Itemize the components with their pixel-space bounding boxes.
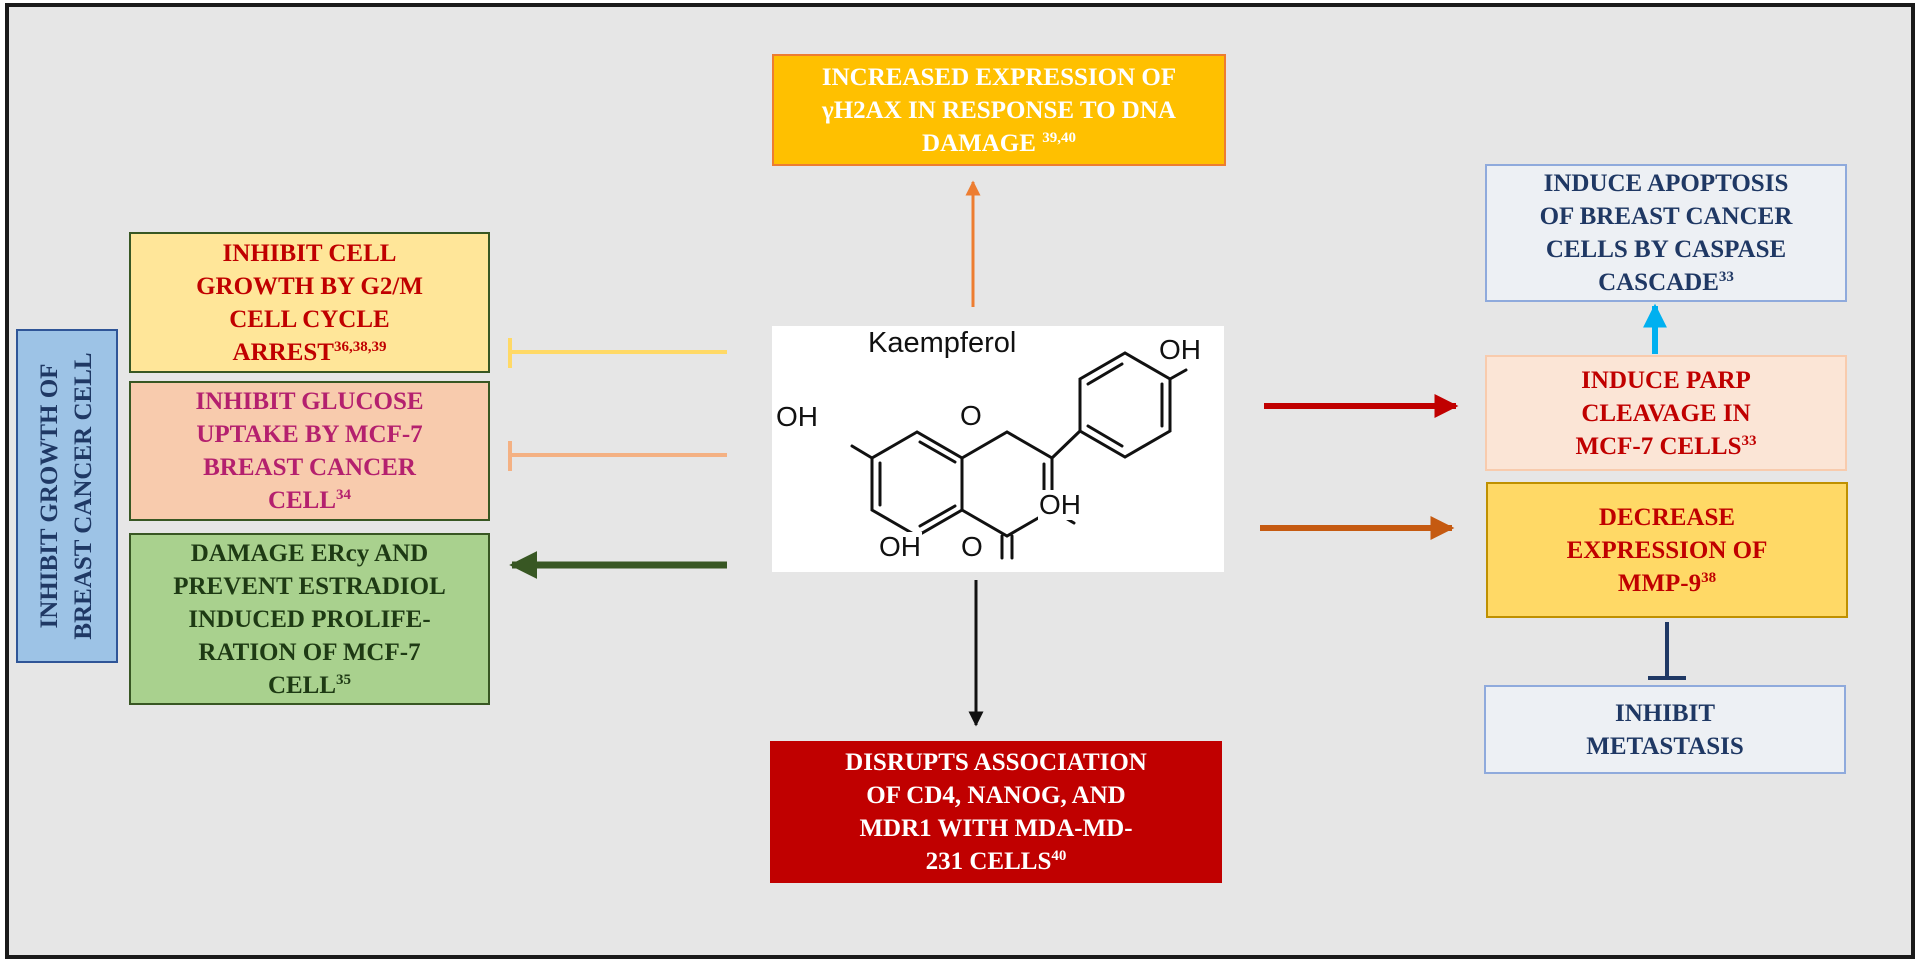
box-ref: 36,38,39: [333, 338, 387, 355]
box-line: GROWTH BY G2/M: [196, 272, 423, 300]
oh-phenyl-label: OH: [1158, 334, 1202, 365]
box-line: INDUCE PARP: [1581, 366, 1751, 394]
box-line: DAMAGE: [922, 129, 1036, 157]
box-line: MDR1 WITH MDA-MD-: [859, 815, 1133, 842]
box-line: CELL: [267, 671, 337, 699]
box-line: CELL CYCLE: [229, 305, 390, 333]
box-induce-apoptosis: INDUCE APOPTOSIS OF BREAST CANCER CELLS …: [1485, 164, 1847, 302]
kaempferol-title: Kaempferol: [868, 327, 1017, 359]
kaempferol-structure: [850, 351, 1188, 560]
side-label-text: INHIBIT GROWTH OF BREAST CANCER CELL: [36, 352, 97, 640]
box-line: MMP-9: [1617, 569, 1702, 597]
box-line: CELLS BY CASPASE: [1545, 236, 1787, 263]
box-line: INCREASED EXPRESSION OF: [821, 63, 1177, 91]
carbonyl-oxygen-label: O: [960, 531, 984, 562]
box-ref: 34: [336, 487, 352, 503]
box-disrupts-association: DISRUPTS ASSOCIATION OF CD4, NANOG, AND …: [770, 741, 1222, 883]
box-ref: 33: [1718, 269, 1734, 285]
box-decrease-mmp9: DECREASE EXPRESSION OF MMP-938: [1486, 482, 1848, 618]
box-inhibit-cell-growth: INHIBIT CELL GROWTH BY G2/M CELL CYCLE A…: [129, 232, 490, 373]
box-line: γH2AX IN RESPONSE TO DNA: [822, 96, 1176, 124]
box-gamma-h2ax: INCREASED EXPRESSION OF γH2AX IN RESPONS…: [772, 54, 1226, 166]
oh-right-label: OH: [1038, 489, 1082, 520]
box-induce-parp-cleavage: INDUCE PARP CLEAVAGE IN MCF-7 CELLS33: [1485, 355, 1847, 471]
box-line: CELL: [267, 487, 337, 514]
oh-left-label: OH: [775, 401, 819, 432]
oh-bottom-label: OH: [878, 531, 922, 562]
side-label-inhibit-growth: INHIBIT GROWTH OF BREAST CANCER CELL: [16, 329, 118, 663]
box-line: ARREST: [232, 338, 334, 366]
box-inhibit-metastasis: INHIBIT METASTASIS: [1484, 685, 1846, 774]
box-line: INDUCE APOPTOSIS: [1543, 170, 1789, 197]
box-line: PREVENT ESTRADIOL: [173, 572, 446, 600]
box-line: UPTAKE BY MCF-7: [196, 421, 423, 448]
box-line: DAMAGE ERcy AND: [190, 539, 429, 567]
box-line: RATION OF MCF-7: [198, 638, 421, 666]
ring-oxygen-label: O: [959, 400, 983, 431]
box-line: DECREASE: [1598, 503, 1736, 531]
box-line: OF BREAST CANCER: [1539, 203, 1793, 230]
box-line: EXPRESSION OF: [1566, 536, 1768, 564]
inhibit-to-left-1: [508, 338, 727, 368]
box-line: METASTASIS: [1586, 732, 1744, 760]
box-ref: 40: [1051, 848, 1067, 864]
box-line: INHIBIT: [1614, 699, 1716, 727]
box-ref: 33: [1741, 432, 1757, 449]
inhibit-to-left-2: [508, 441, 727, 471]
box-line: INHIBIT CELL: [222, 239, 397, 267]
box-line: INDUCED PROLIFE-: [188, 605, 431, 633]
box-line: 231 CELLS: [925, 848, 1052, 875]
box-inhibit-glucose-uptake: INHIBIT GLUCOSE UPTAKE BY MCF-7 BREAST C…: [129, 381, 490, 521]
inhibit-to-right-4: [1648, 622, 1686, 680]
box-ref: 39,40: [1042, 129, 1076, 146]
box-line: OF CD4, NANOG, AND: [866, 782, 1126, 809]
box-line: DISRUPTS ASSOCIATION: [845, 749, 1147, 776]
box-ref: 35: [336, 671, 352, 688]
kaempferol-structure-panel: [772, 326, 1224, 572]
box-damage-ercy: DAMAGE ERcy AND PREVENT ESTRADIOL INDUCE…: [129, 533, 490, 705]
box-line: CASCADE: [1598, 269, 1719, 296]
box-line: INHIBIT GLUCOSE: [195, 388, 424, 415]
box-ref: 38: [1701, 569, 1717, 586]
box-line: MCF-7 CELLS: [1575, 432, 1742, 460]
box-line: CLEAVAGE IN: [1581, 399, 1751, 427]
box-line: BREAST CANCER: [203, 454, 416, 481]
